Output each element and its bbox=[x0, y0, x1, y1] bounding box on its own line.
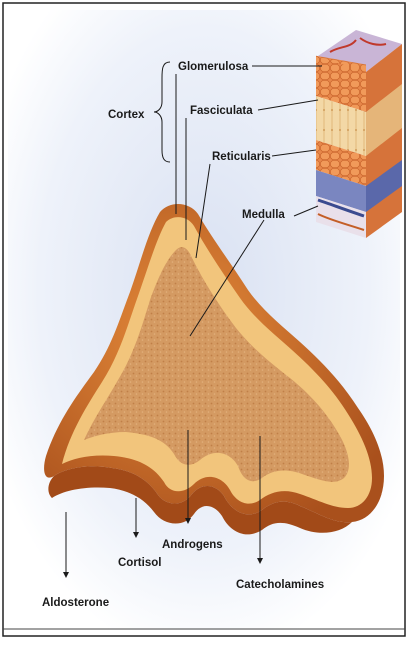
tissue-section-inset bbox=[316, 30, 402, 238]
fasciculata-label: Fasciculata bbox=[190, 105, 253, 117]
glomerulosa-label: Glomerulosa bbox=[178, 61, 249, 73]
cortisol-label: Cortisol bbox=[118, 557, 161, 569]
reticularis-label: Reticularis bbox=[212, 151, 271, 163]
androgens-label: Androgens bbox=[162, 539, 223, 551]
catecholamines-label: Catecholamines bbox=[236, 579, 324, 591]
cortex-label: Cortex bbox=[108, 109, 145, 121]
aldosterone-label: Aldosterone bbox=[42, 597, 109, 609]
medulla-label: Medulla bbox=[242, 209, 285, 221]
